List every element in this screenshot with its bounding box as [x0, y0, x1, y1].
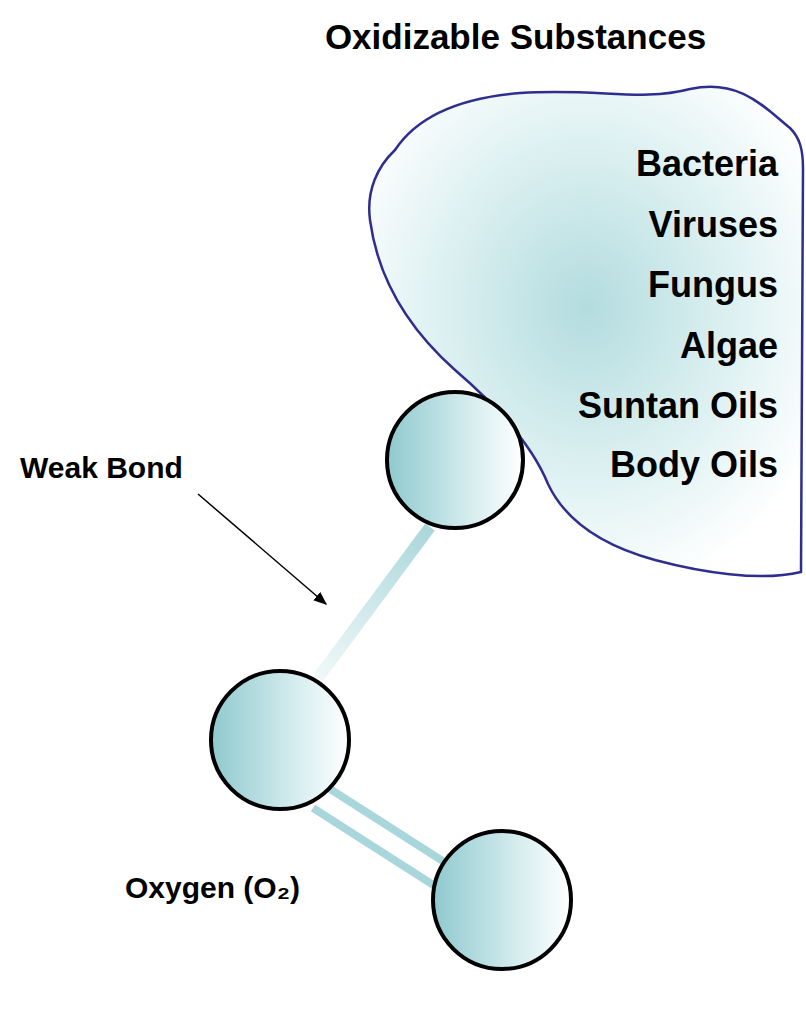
substance-region: BacteriaVirusesFungusAlgaeSuntan OilsBod…	[365, 80, 805, 580]
leader-arrow	[198, 494, 326, 604]
substance-label: Body Oils	[610, 444, 778, 485]
double-bond-line	[313, 808, 438, 888]
callout-label: Oxygen (O₂)	[125, 870, 300, 906]
atom-circle	[387, 392, 523, 528]
substance-label: Suntan Oils	[578, 385, 778, 426]
atom-circle	[433, 831, 571, 969]
weak-bond-line	[318, 527, 430, 678]
diagram-title: Oxidizable Substances	[0, 17, 806, 57]
atom-circle	[211, 671, 349, 809]
substance-label: Algae	[680, 325, 778, 366]
substance-label: Bacteria	[636, 143, 778, 184]
callout-label: Weak Bond	[20, 450, 183, 486]
substance-label: Fungus	[648, 264, 778, 305]
substance-label: Viruses	[649, 204, 778, 245]
region-outline-path	[369, 87, 803, 576]
